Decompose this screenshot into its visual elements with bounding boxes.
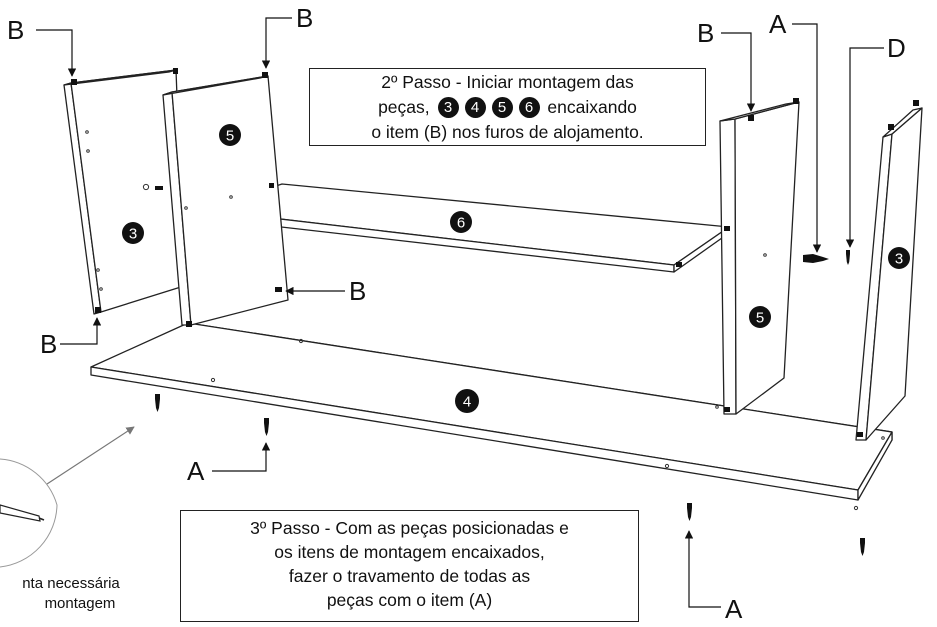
label-d: D: [887, 33, 906, 63]
label-a-bottom-left: A: [187, 456, 205, 486]
badge-shelf: 6: [450, 211, 472, 233]
badge-shelf-label: 6: [457, 215, 465, 232]
step2-badge-6: 6: [518, 97, 540, 118]
screws: [155, 250, 865, 556]
step3-line1: 3º Passo - Com as peças posicionadas e: [250, 518, 569, 538]
screwdriver-icon: [0, 504, 45, 522]
step2-line2-prefix: peças,: [378, 97, 430, 117]
step2-line2-suffix: encaixando: [547, 97, 637, 117]
badge-base: 4: [455, 389, 479, 413]
label-b-center: B: [349, 276, 367, 306]
step2-badge-4: 4: [464, 97, 486, 118]
dowel-pegs: [71, 68, 919, 437]
badge-left-side: 3: [122, 222, 144, 244]
holes: [85, 130, 885, 511]
badge-left-divider-label: 5: [226, 128, 234, 145]
step2-line3: o item (B) nos furos de alojamento.: [371, 122, 644, 142]
step2-badge-5: 5: [491, 97, 513, 118]
base-panel: [90, 322, 893, 501]
label-b-bottom-left: B: [40, 329, 58, 359]
left-divider-panel: [162, 75, 289, 326]
callout-lines: [36, 17, 884, 608]
badge-left-side-label: 3: [129, 226, 137, 243]
label-b-top-left: B: [7, 15, 25, 45]
step2-badge-3: 3: [437, 97, 459, 118]
label-b-right: B: [697, 18, 715, 48]
badge-right-side-label: 3: [895, 251, 903, 268]
tool-caption-line1: nta necessária: [22, 575, 120, 592]
step2-line1: 2º Passo - Iniciar montagem das: [381, 72, 634, 92]
right-side-panel: [855, 107, 923, 441]
badge-right-divider-label: 5: [756, 310, 764, 327]
step2-instruction-box: 2º Passo - Iniciar montagem das peças, 3…: [309, 68, 706, 146]
step3-line3: fazer o travamento de todas as: [288, 566, 531, 586]
step3-line2: os itens de montagem encaixados,: [274, 542, 545, 562]
badge-right-side: 3: [888, 247, 910, 269]
step3-instruction-box: 3º Passo - Com as peças posicionadas e o…: [180, 510, 639, 622]
tool-caption-line2: montagem: [44, 595, 116, 612]
step3-line4: peças com o item (A): [326, 590, 493, 610]
tool-detail: [0, 426, 135, 568]
label-a-right: A: [769, 9, 787, 39]
label-a-bottom-right: A: [725, 594, 743, 624]
badge-left-divider: 5: [219, 124, 241, 146]
label-b-top-center: B: [296, 3, 314, 33]
badge-base-label: 4: [463, 394, 471, 411]
tool-caption: nta necessária montagem: [0, 574, 160, 614]
right-divider-panel: [719, 101, 800, 415]
badge-right-divider: 5: [749, 306, 771, 328]
